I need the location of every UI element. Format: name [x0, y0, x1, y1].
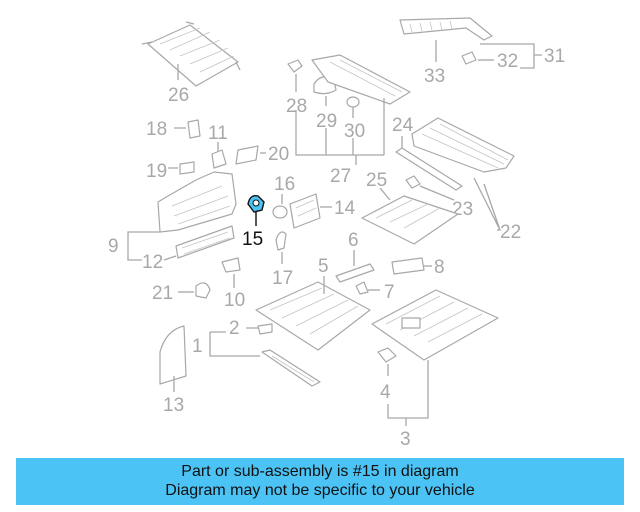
- part-7-clip: [355, 281, 380, 295]
- callout-28: 28: [286, 96, 307, 117]
- callout-2: 2: [229, 318, 240, 339]
- part-30-grommet: [346, 96, 360, 118]
- callout-8: 8: [434, 257, 445, 278]
- part-25-floor-board: [361, 187, 459, 245]
- info-banner: Part or sub-assembly is #15 in diagram D…: [16, 458, 624, 505]
- callout-25: 25: [366, 170, 387, 191]
- callout-5: 5: [318, 256, 329, 277]
- callout-27: 27: [330, 166, 351, 187]
- callout-13: 13: [163, 395, 184, 416]
- callout-12: 12: [142, 252, 163, 273]
- callout-1: 1: [192, 336, 203, 357]
- callout-23: 23: [452, 199, 473, 220]
- part-23-bracket: [405, 175, 455, 201]
- leader-1: [209, 327, 260, 357]
- callout-20: 20: [268, 144, 289, 165]
- part-4-plug: [377, 347, 397, 363]
- callout-32: 32: [497, 51, 518, 72]
- callout-10: 10: [224, 290, 245, 311]
- part-15-highlighted-clip[interactable]: [247, 194, 265, 226]
- callout-14: 14: [334, 198, 356, 219]
- part-2-clip: [257, 323, 273, 335]
- callout-29: 29: [316, 111, 337, 132]
- part-13-side-panel: [159, 325, 187, 392]
- callout-9: 9: [108, 236, 119, 257]
- leader-22: [473, 177, 501, 231]
- part-33-rail-trim: [399, 17, 493, 62]
- leader-27: [295, 98, 385, 165]
- leader-9: [127, 231, 160, 261]
- callout-19: 19: [146, 161, 167, 182]
- callout-33: 33: [424, 66, 445, 87]
- callout-17: 17: [272, 268, 293, 289]
- part-10-bracket: [221, 257, 241, 288]
- callout-4: 4: [380, 382, 391, 403]
- banner-line-1: Part or sub-assembly is #15 in diagram: [181, 463, 459, 480]
- part-21-cap: [178, 282, 211, 299]
- part-5-cargo-floor: [255, 276, 371, 351]
- callout-6: 6: [348, 230, 359, 251]
- callout-21: 21: [152, 283, 173, 304]
- callout-16: 16: [274, 174, 295, 195]
- part-6-bracket: [335, 250, 375, 283]
- callout-30: 30: [344, 121, 365, 142]
- callout-3: 3: [400, 429, 411, 450]
- part-18-clip: [174, 119, 201, 139]
- part-14-panel: [289, 193, 332, 229]
- part-11-hook: [211, 142, 227, 169]
- part-3-floor-panel: [371, 289, 499, 361]
- part-27-rear-trim-panel: [311, 54, 411, 105]
- part-20-trim-piece: [235, 145, 266, 165]
- callout-11: 11: [208, 123, 228, 144]
- part-32-clip: [461, 51, 494, 65]
- parts-diagram: 26 28 29 30 27 33 32 31 24: [108, 17, 565, 450]
- part-16-cap: [272, 194, 288, 219]
- callout-18: 18: [146, 119, 167, 140]
- leader-3-4: [387, 360, 429, 426]
- callout-24: 24: [392, 115, 414, 136]
- part-8-rail: [391, 257, 432, 275]
- part-19-clip: [168, 161, 195, 175]
- callout-26: 26: [168, 85, 189, 106]
- part-28-clip: [287, 59, 303, 92]
- callout-7: 7: [384, 282, 395, 303]
- part-1-scuff-plate: [261, 349, 321, 387]
- part-9-quarter-trim: [157, 171, 237, 259]
- banner-line-2: Diagram may not be specific to your vehi…: [165, 482, 475, 499]
- part-24-sill-plate: [395, 117, 515, 191]
- callout-22: 22: [500, 222, 521, 243]
- callout-15: 15: [242, 229, 263, 250]
- callout-31: 31: [544, 46, 565, 67]
- leader-31: [480, 43, 542, 69]
- part-17-hook: [275, 231, 287, 264]
- part-26-cargo-cover: [141, 21, 241, 87]
